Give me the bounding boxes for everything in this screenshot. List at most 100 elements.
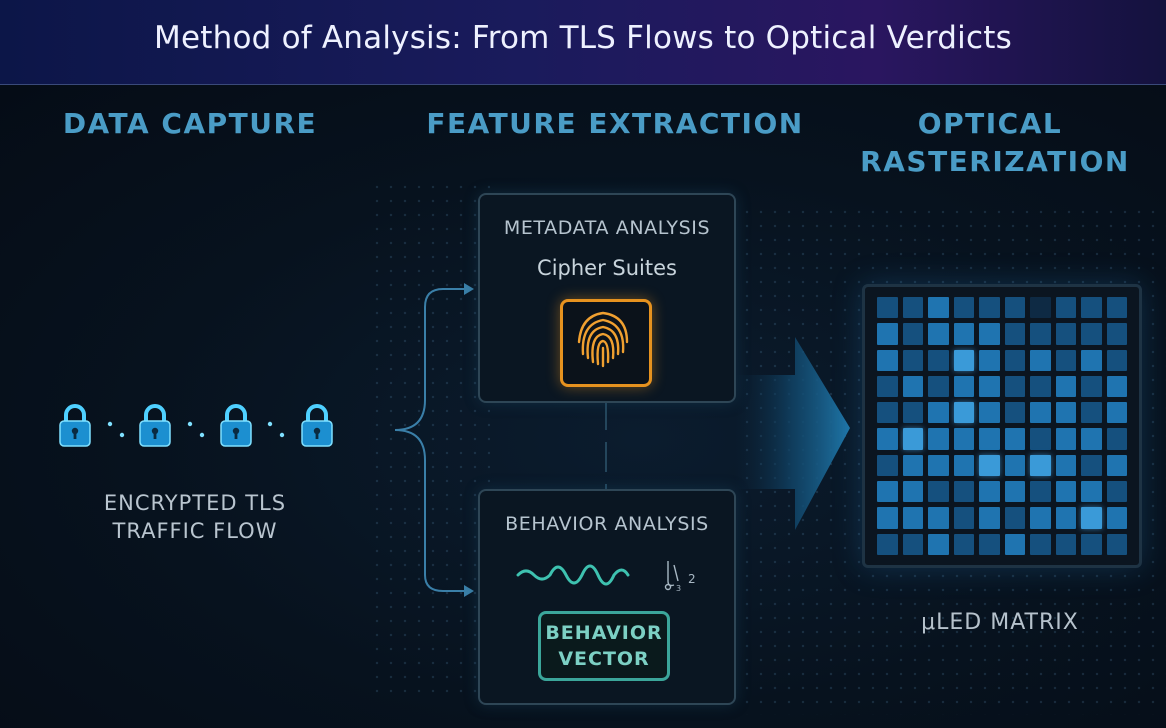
matrix-cell <box>928 323 949 345</box>
matrix-cell <box>1030 481 1051 503</box>
matrix-cell <box>902 375 923 398</box>
matrix-cell <box>902 533 923 555</box>
matrix-cell <box>1081 454 1102 477</box>
page-title: Method of Analysis: From TLS Flows to Op… <box>154 20 1012 56</box>
matrix-cell <box>1106 533 1127 555</box>
matrix-cell <box>1055 428 1076 450</box>
cipher-suites-label: Cipher Suites <box>537 256 677 280</box>
matrix-cell <box>1004 533 1025 555</box>
matrix-cell <box>928 454 949 477</box>
matrix-cell <box>1030 507 1051 529</box>
uled-matrix-grid <box>877 297 1127 555</box>
matrix-cell <box>979 428 1000 450</box>
matrix-cell <box>928 375 949 398</box>
matrix-cell <box>953 507 974 529</box>
matrix-cell <box>928 507 949 529</box>
matrix-cell <box>979 533 1000 555</box>
matrix-cell <box>1055 402 1076 424</box>
connector-to-behavior <box>394 429 464 592</box>
matrix-cell <box>902 481 923 503</box>
flow-dots <box>107 421 285 438</box>
metadata-analysis-box: METADATA ANALYSIS Cipher Suites <box>478 193 736 403</box>
matrix-cell <box>902 428 923 450</box>
matrix-cell <box>877 428 898 450</box>
matrix-cell <box>1004 454 1025 477</box>
matrix-cell <box>1055 297 1076 319</box>
matrix-cell <box>1030 297 1051 319</box>
matrix-cell <box>953 533 974 555</box>
matrix-cell <box>877 375 898 398</box>
heading-data-capture: DATA CAPTURE <box>62 107 318 140</box>
matrix-cell <box>1004 349 1025 371</box>
matrix-cell <box>1004 375 1025 398</box>
matrix-cell <box>1081 507 1102 529</box>
matrix-cell <box>1055 323 1076 345</box>
lock-icon-4 <box>301 404 333 447</box>
flow-label-line2: TRAFFIC FLOW <box>112 519 278 543</box>
flow-label-line1: ENCRYPTED TLS <box>103 491 287 515</box>
matrix-cell <box>1030 402 1051 424</box>
matrix-cell <box>953 297 974 319</box>
matrix-cell <box>1030 375 1051 398</box>
parameter-glyph-icon: 3 2 <box>664 561 696 593</box>
svg-text:3: 3 <box>676 584 681 593</box>
uled-matrix <box>862 284 1142 568</box>
matrix-cell <box>979 481 1000 503</box>
matrix-cell <box>979 323 1000 345</box>
fingerprint-tile <box>560 299 652 387</box>
matrix-cell <box>877 533 898 555</box>
matrix-cell <box>877 507 898 529</box>
matrix-cell <box>953 375 974 398</box>
matrix-cell <box>953 402 974 424</box>
lock-icon-3 <box>220 404 252 447</box>
matrix-cell <box>928 402 949 424</box>
matrix-cell <box>1081 375 1102 398</box>
heading-optical: OPTICAL <box>917 107 1063 140</box>
matrix-cell <box>928 533 949 555</box>
matrix-cell <box>877 323 898 345</box>
big-arrow <box>735 337 850 530</box>
matrix-cell <box>1106 481 1127 503</box>
matrix-cell <box>1081 428 1102 450</box>
matrix-cell <box>1030 428 1051 450</box>
matrix-cell <box>953 454 974 477</box>
matrix-cell <box>928 349 949 371</box>
matrix-cell <box>902 297 923 319</box>
matrix-cell <box>1106 297 1127 319</box>
matrix-cell <box>902 402 923 424</box>
behavior-vector-button[interactable]: BEHAVIOR VECTOR <box>538 611 670 681</box>
matrix-cell <box>902 507 923 529</box>
matrix-cell <box>1030 454 1051 477</box>
matrix-cell <box>953 428 974 450</box>
matrix-cell <box>1055 481 1076 503</box>
matrix-cell <box>1081 402 1102 424</box>
matrix-cell <box>1081 481 1102 503</box>
connector-to-metadata <box>394 288 464 431</box>
matrix-cell <box>1055 454 1076 477</box>
heading-feature-extraction: FEATURE EXTRACTION <box>426 107 804 140</box>
arrowhead-metadata <box>464 283 474 295</box>
matrix-cell <box>1055 507 1076 529</box>
matrix-cell <box>902 349 923 371</box>
matrix-cell <box>1081 533 1102 555</box>
matrix-cell <box>902 454 923 477</box>
matrix-cell <box>1081 297 1102 319</box>
matrix-cell <box>877 402 898 424</box>
diagram-canvas: DATA CAPTURE FEATURE EXTRACTION OPTICAL … <box>0 85 1166 728</box>
dot-texture-left <box>370 180 490 700</box>
matrix-cell <box>953 323 974 345</box>
matrix-cell <box>979 297 1000 319</box>
matrix-cell <box>979 454 1000 477</box>
matrix-cell <box>877 349 898 371</box>
uled-matrix-label: μLED MATRIX <box>921 610 1079 635</box>
behavior-analysis-box: BEHAVIOR ANALYSIS 3 2 BEHAVIOR VECTOR <box>478 489 736 705</box>
matrix-cell <box>1055 349 1076 371</box>
matrix-cell <box>1106 402 1127 424</box>
metadata-analysis-title: METADATA ANALYSIS <box>503 217 711 239</box>
arrowhead-behavior <box>464 585 474 597</box>
matrix-cell <box>1106 454 1127 477</box>
matrix-cell <box>1004 428 1025 450</box>
behavior-analysis-title: BEHAVIOR ANALYSIS <box>505 513 709 535</box>
lock-icon-1 <box>59 404 91 447</box>
matrix-cell <box>1106 349 1127 371</box>
